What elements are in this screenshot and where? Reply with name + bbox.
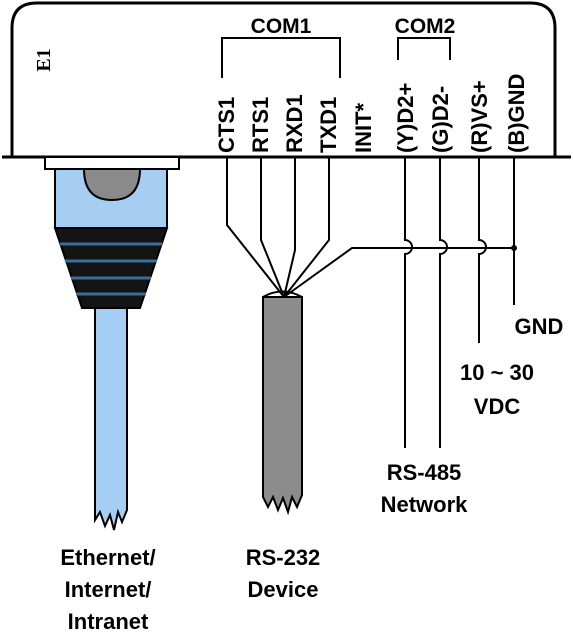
device-module: E1 (2, 1, 571, 159)
pin-label-d2minus: (G)D2- (428, 86, 453, 153)
rs232-wire (262, 296, 303, 516)
pin-label-vsplus: (R)VS+ (467, 80, 492, 153)
rs232-label-line2: Device (248, 577, 319, 602)
ethernet-wire (94, 307, 128, 531)
pin-label-cts1: CTS1 (214, 97, 239, 153)
pin-label-d2plus: (Y)D2+ (393, 83, 418, 153)
pin-label-init: INIT* (351, 102, 376, 153)
rs485-label-line1: RS-485 (387, 460, 462, 485)
ethernet-label-line2: Internet/ (65, 577, 152, 602)
power-label-line1: 10 ~ 30 (460, 360, 534, 385)
ethernet-label-line3: Intranet (68, 609, 149, 634)
ethernet-cable (44, 156, 180, 531)
rj45-jack (44, 156, 180, 170)
com1-bracket (221, 37, 341, 78)
rs232-cable (262, 290, 303, 516)
rs485-label-line2: Network (381, 492, 469, 517)
com1-label: COM1 (251, 15, 312, 38)
power-label-line2: VDC (474, 394, 521, 419)
pin-label-rts1: RTS1 (248, 97, 273, 153)
strain-boot (53, 227, 169, 309)
pin-label-txd1: TXD1 (316, 97, 341, 153)
ethernet-label-line1: Ethernet/ (60, 545, 155, 570)
pin-label-gnd: (B)GND (504, 74, 529, 153)
rs232-label-line1: RS-232 (246, 545, 321, 570)
com2-label: COM2 (395, 15, 456, 38)
gnd-label: GND (515, 314, 564, 339)
device-label: E1 (33, 48, 55, 71)
junction-dot (511, 245, 517, 251)
com2-bracket (397, 37, 451, 60)
rj45-latch (82, 168, 142, 202)
wiring (226, 157, 515, 448)
pin-label-rxd1: RXD1 (282, 94, 307, 153)
